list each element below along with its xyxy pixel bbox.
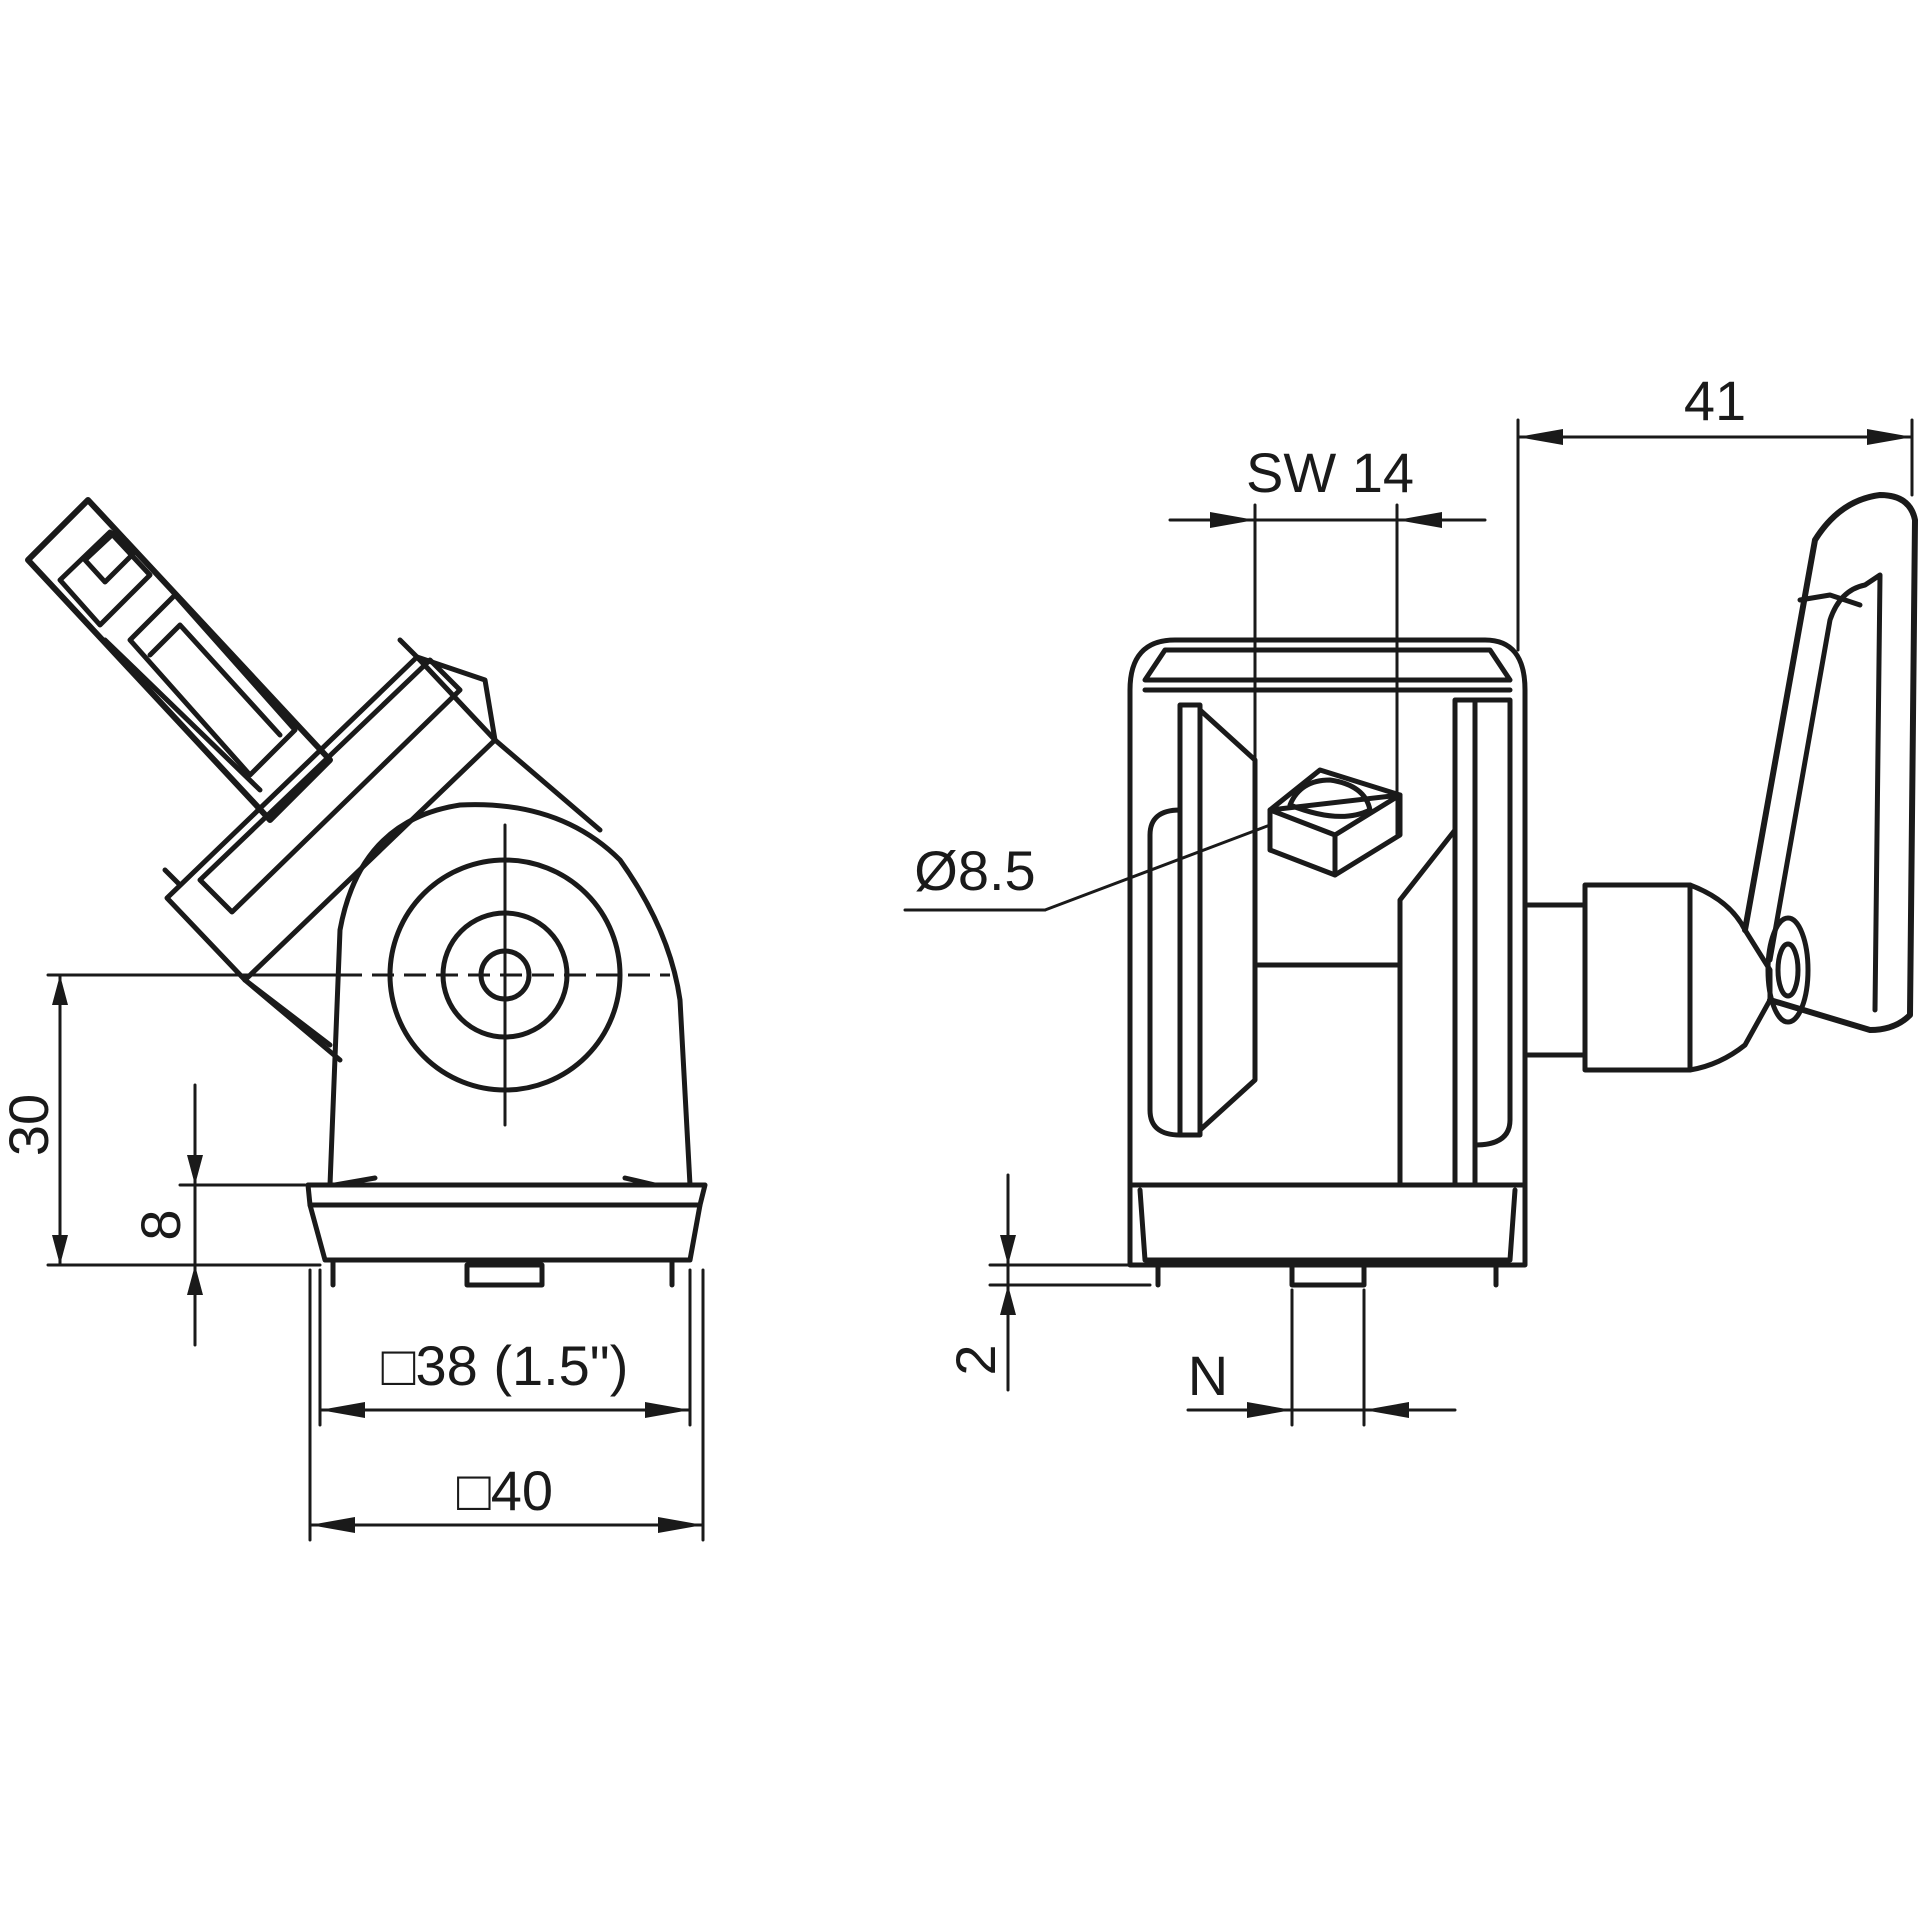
dim-hole-diameter: Ø8.5 xyxy=(903,823,1272,912)
dim-8: 8 xyxy=(129,1083,307,1347)
dim-2: 2 xyxy=(944,1173,1152,1392)
dim-38: □38 (1.5") xyxy=(318,1268,692,1427)
right-view-joint-with-lever: SW 14 41 Ø8.5 2 xyxy=(903,369,1918,1427)
dim-38-label: □38 (1.5") xyxy=(382,1334,629,1397)
dim-8-label: 8 xyxy=(129,1209,192,1240)
right-base-plate xyxy=(1127,1182,1528,1288)
dim-30: 30 xyxy=(0,973,342,1267)
dim-sw14: SW 14 xyxy=(1168,441,1487,882)
dim-40: □40 xyxy=(308,1268,705,1542)
left-bolt-handle xyxy=(25,497,423,888)
left-view-angle-joint: 30 8 □38 (1.5") □40 xyxy=(0,497,708,1542)
dim-n: N xyxy=(1186,1288,1457,1427)
dim-30-label: 30 xyxy=(0,1094,60,1156)
left-hub-body xyxy=(327,802,693,1188)
dim-41: 41 xyxy=(1516,369,1914,652)
dim-2-label: 2 xyxy=(944,1344,1007,1375)
dim-sw14-label: SW 14 xyxy=(1246,441,1414,504)
right-main-body xyxy=(1127,637,1528,1188)
left-base-plate xyxy=(305,1175,708,1288)
dim-41-label: 41 xyxy=(1684,369,1746,432)
left-tilted-clamp xyxy=(164,654,603,1063)
dim-n-label: N xyxy=(1188,1344,1228,1407)
hex-nut xyxy=(1267,767,1403,878)
dim-hole-label: Ø8.5 xyxy=(914,839,1035,902)
clamping-lever xyxy=(1522,492,1918,1073)
dim-40-label: □40 xyxy=(457,1459,553,1522)
